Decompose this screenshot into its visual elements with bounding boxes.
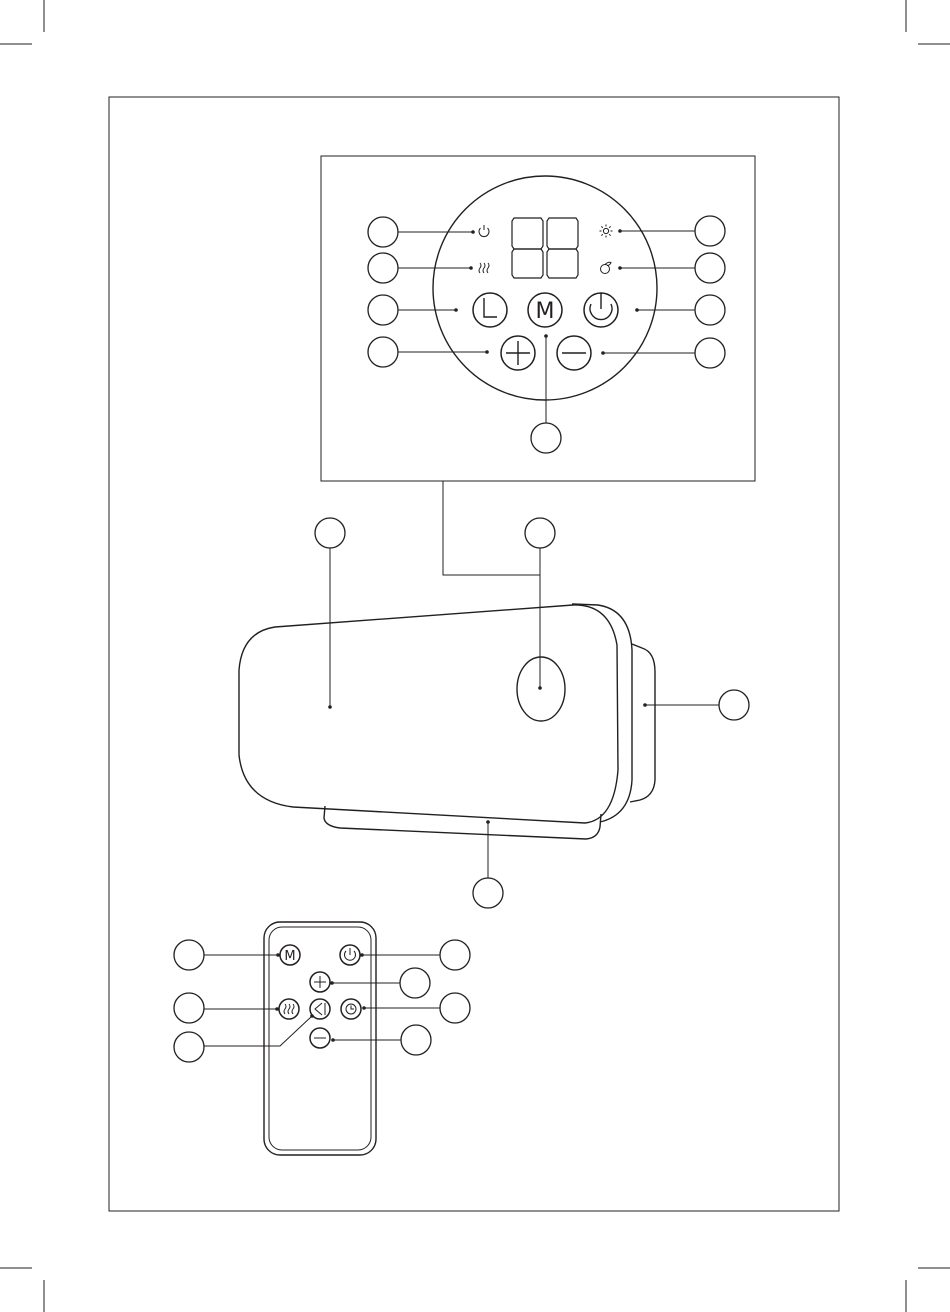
callout-heat xyxy=(368,253,398,283)
heater-body xyxy=(239,604,655,839)
power-button[interactable] xyxy=(584,293,618,327)
callout-plus xyxy=(368,337,398,367)
remote-minus-button[interactable] xyxy=(310,1028,330,1048)
callout-remote-swing xyxy=(174,1032,204,1062)
callout-minus xyxy=(695,338,725,368)
remote-power-button[interactable] xyxy=(340,945,360,965)
callout-brightness xyxy=(695,216,725,246)
heater-leaders xyxy=(328,548,719,878)
callout-eco xyxy=(695,253,725,283)
callout-remote-plus xyxy=(400,968,430,998)
mode-label: M xyxy=(536,299,555,324)
heat-indicator-icon xyxy=(479,263,489,273)
panel-dial xyxy=(433,176,657,400)
remote-heat-button[interactable] xyxy=(279,999,299,1019)
callout-power xyxy=(695,295,725,325)
heater-callouts xyxy=(315,518,749,908)
callout-control-panel xyxy=(525,518,555,548)
heater-back-panel xyxy=(572,604,632,822)
callout-remote-power xyxy=(440,940,470,970)
plus-button[interactable] xyxy=(501,336,535,370)
callout-standby xyxy=(368,217,398,247)
timer-button[interactable] xyxy=(473,293,507,327)
remote-control: M xyxy=(264,922,376,1155)
brightness-indicator-icon xyxy=(600,225,613,238)
page-frame xyxy=(109,97,839,1211)
segment-display: 88 xyxy=(512,218,578,278)
control-panel-detail: 88 xyxy=(321,156,755,481)
callout-mode xyxy=(531,423,561,453)
eco-indicator-icon xyxy=(601,262,612,273)
remote-plus-button[interactable] xyxy=(310,972,330,992)
callout-housing xyxy=(315,518,345,548)
callout-remote-timer xyxy=(440,993,470,1023)
remote-timer-button[interactable] xyxy=(341,999,361,1019)
heater-front-shell xyxy=(239,605,618,823)
callout-timer xyxy=(368,295,398,325)
standby-indicator-icon xyxy=(479,225,489,237)
callout-remote-heat xyxy=(174,993,204,1023)
remote-mode-label: M xyxy=(284,949,295,964)
heater-rear-grille xyxy=(630,644,655,802)
remote-mode-button[interactable]: M xyxy=(280,945,300,965)
callout-air-inlet xyxy=(719,690,749,720)
callout-remote-mode xyxy=(174,940,204,970)
callout-remote-minus xyxy=(401,1025,431,1055)
callout-base xyxy=(473,878,503,908)
mode-button[interactable]: M xyxy=(528,293,562,327)
minus-button[interactable] xyxy=(557,336,591,370)
